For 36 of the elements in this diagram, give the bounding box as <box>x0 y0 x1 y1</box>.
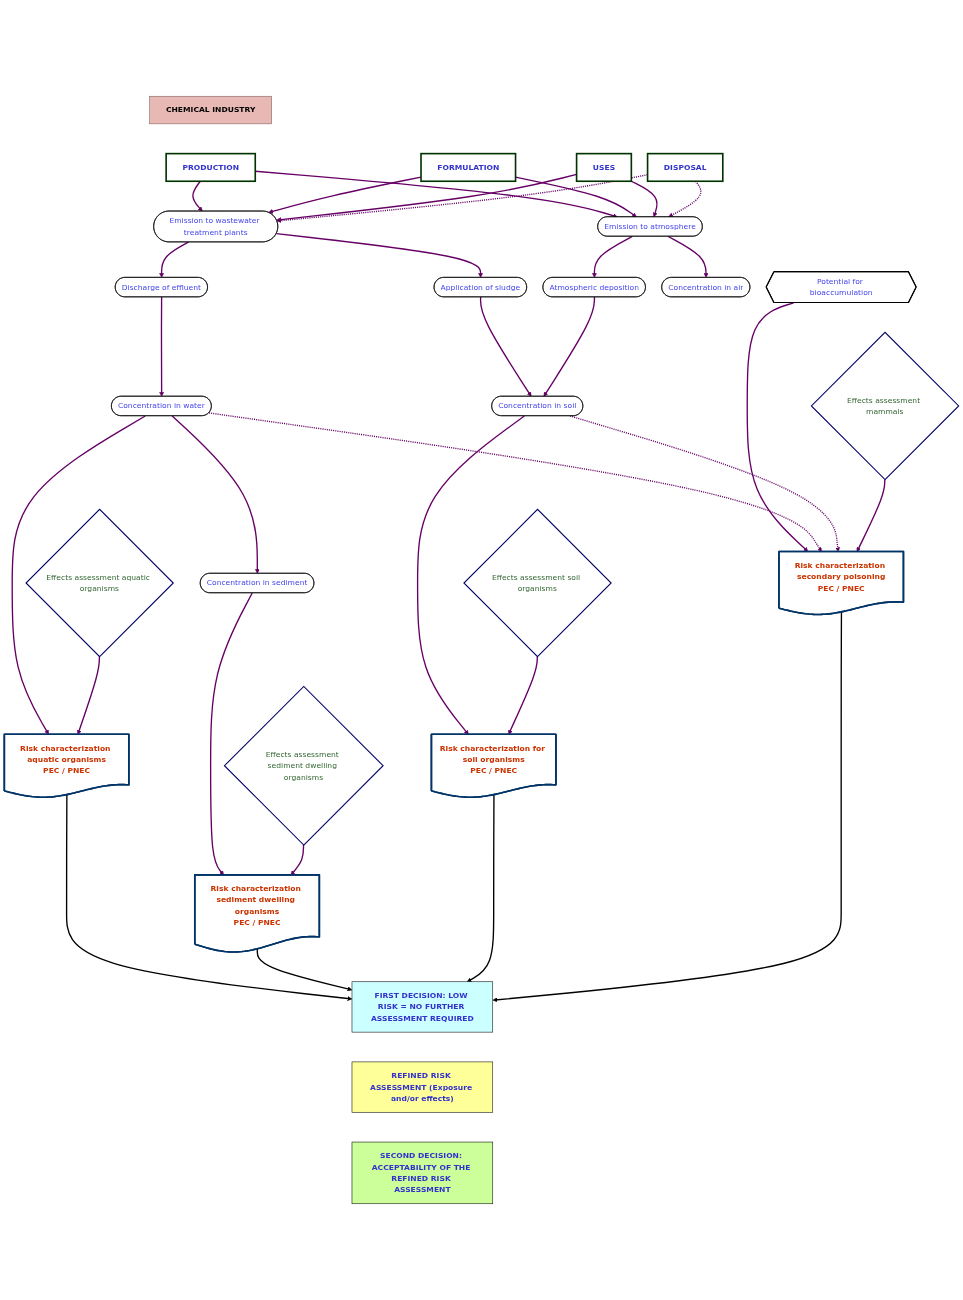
arrow <box>11 415 146 735</box>
arrow <box>466 794 495 982</box>
arrow <box>268 176 422 214</box>
node-box <box>646 152 724 183</box>
arrow <box>668 180 702 218</box>
node-diamond <box>223 685 384 846</box>
arrow <box>416 415 526 735</box>
arrow <box>630 180 658 218</box>
arrow <box>479 296 532 397</box>
node-box <box>351 1141 494 1205</box>
node-diamond <box>25 508 175 658</box>
node-box <box>420 152 517 183</box>
arrow <box>159 296 164 397</box>
arrow <box>76 655 101 735</box>
node-box <box>165 152 257 183</box>
arrow <box>592 235 633 278</box>
arrow <box>856 478 886 552</box>
arrow <box>746 302 809 552</box>
node-diamond <box>810 331 960 481</box>
arrow <box>543 296 596 397</box>
arrow <box>275 232 483 278</box>
node-box <box>351 981 494 1033</box>
arrow <box>492 611 843 1003</box>
arrow <box>192 180 203 212</box>
node-box <box>149 95 272 125</box>
node-box <box>575 152 633 183</box>
node-diamond <box>463 508 612 658</box>
arrow <box>569 415 841 552</box>
arrow <box>171 415 260 574</box>
arrow <box>208 412 822 552</box>
arrow <box>667 235 709 278</box>
arrow <box>508 655 538 735</box>
arrow <box>159 241 189 278</box>
arrow <box>256 948 353 992</box>
node-box <box>351 1061 494 1113</box>
arrow <box>65 794 353 1001</box>
